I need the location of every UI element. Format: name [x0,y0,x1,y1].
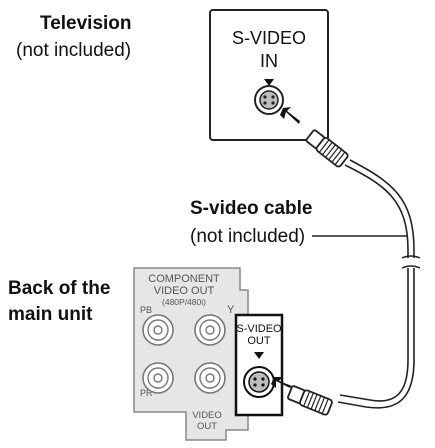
svideo-cable-not-included-note: (not included) [190,226,306,247]
component-video-out-line2: VIDEO OUT [154,285,215,297]
component-y-jack [194,314,226,346]
svideo-out-section: S-VIDEO OUT [234,313,284,417]
y-label: Y [227,304,235,316]
pb-label: PB [140,305,152,315]
video-out-line1: VIDEO [192,410,222,421]
svideo-cable [337,159,415,409]
svideo-in-label-line1: S-VIDEO [232,28,306,48]
svideo-plug-tv [305,129,349,168]
main-unit-label: main unit [8,304,93,325]
component-pr-jack [142,362,174,394]
component-video-out-line1: COMPONENT [148,273,220,285]
svideo-in-jack [254,85,284,115]
television-not-included-note: (not included) [16,40,132,61]
back-of-main-unit-label: Back of the [8,278,111,299]
pr-label: PR [140,388,153,398]
cable-break-marks [401,255,421,269]
svideo-plug-unit [287,385,333,416]
svideo-out-jack [243,366,275,398]
video-out-jack [194,362,226,394]
television-panel: S-VIDEO IN [209,9,329,141]
svideo-out-label-line1: S-VIDEO [236,323,282,335]
component-resolution-note: (480P/480i) [162,297,206,307]
television-label: Television [40,13,132,34]
svideo-out-label-line2: OUT [247,335,271,347]
video-out-line2: OUT [197,421,217,432]
main-unit-back-panel: COMPONENT VIDEO OUT (480P/480i) PB PR Y … [133,267,249,441]
svideo-in-label-line2: IN [260,51,278,71]
component-pb-jack [142,314,174,346]
insert-arrow-unit [271,377,292,388]
insert-arrow-tv [280,107,300,124]
svideo-cable-label: S-video cable [190,198,313,219]
